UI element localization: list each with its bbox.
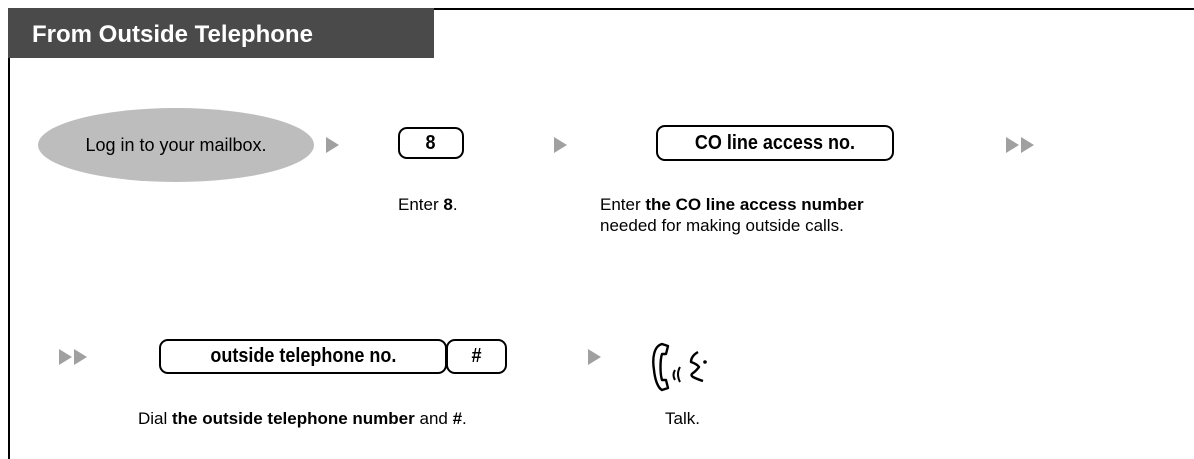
co-line-access-label: CO line access no. <box>694 131 856 154</box>
talk-icon <box>652 342 707 392</box>
double-arrow-right-icon-part <box>74 349 87 365</box>
double-arrow-right-icon-part <box>59 349 72 365</box>
section-title: From Outside Telephone <box>8 8 434 58</box>
step-2-caption: Enter 8. <box>398 195 458 214</box>
step-5-caption: Talk. <box>665 409 700 428</box>
key-8-button: 8 <box>398 127 464 159</box>
login-step-label: Log in to your mailbox. <box>85 134 267 155</box>
arrow-right-icon <box>588 349 601 365</box>
outside-telephone-number-label: outside telephone no. <box>209 345 396 367</box>
outside-telephone-number-key: outside telephone no. <box>159 339 447 374</box>
double-arrow-right-icon-part <box>1006 137 1019 153</box>
hash-key: # <box>446 339 507 374</box>
co-line-access-key: CO line access no. <box>656 125 894 161</box>
procedure-frame <box>8 8 1194 459</box>
arrow-right-icon <box>554 137 567 153</box>
step-3-caption: Enter the CO line access number needed f… <box>600 195 864 235</box>
arrow-right-icon <box>326 137 339 153</box>
key-8-label: 8 <box>425 131 437 154</box>
step-4-caption: Dial the outside telephone number and #. <box>138 409 467 428</box>
login-step-oval: Log in to your mailbox. <box>38 108 314 182</box>
double-arrow-right-icon-part <box>1021 137 1034 153</box>
hash-key-label: # <box>471 345 482 367</box>
